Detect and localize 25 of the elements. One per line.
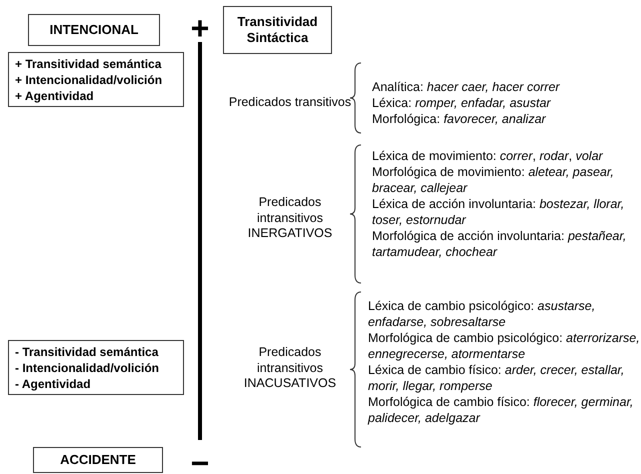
heading: ACCIDENTE [59,452,137,468]
example-list-item: Morfológica de cambio físico: florecer, germinar, palidecer, adelgazar [368,394,634,426]
heading-box [33,447,163,473]
sign: − [190,447,210,474]
category-label: Predicados intransitivos INACUSATIVOS [242,345,338,392]
example-list-item: Morfológica: favorecer, analizar [372,111,547,127]
feature-item: - Intencionalidad/volición [15,360,160,376]
feature-list-box [8,340,184,395]
category-label: Predicados intransitivos INERGATIVOS [246,195,334,242]
feature-item: + Agentividad [15,88,95,104]
example-list-item: Analítica: hacer caer, hacer correr [372,79,561,95]
example-list-item: Léxica: romper, enfadar, asustar [372,95,552,111]
heading: INTENCIONAL [48,22,140,38]
category-label: Predicados transitivos [228,95,352,110]
feature-list-box [8,52,184,107]
heading: Transitividad Sintáctica [236,14,319,46]
feature-item: - Transitividad semántica [15,344,160,360]
heading-box [223,6,332,54]
feature-item: + Intencionalidad/volición [15,72,164,88]
example-list-item: Morfológica de acción involuntaria: pestañear, tartamudear, chochear [372,228,628,260]
feature-item: + Transitividad semántica [15,56,162,72]
feature-item: - Agentividad [15,376,92,392]
example-list-item: Léxica de movimiento: correr, rodar, volar [372,148,604,164]
heading-box [28,14,160,46]
sign: + [190,12,210,44]
